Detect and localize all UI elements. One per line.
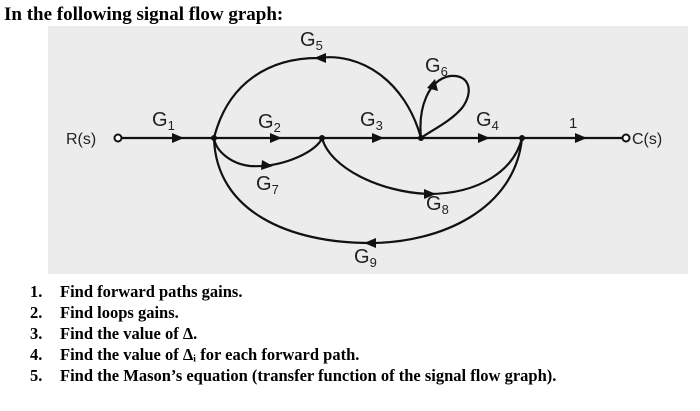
- question-item: 5. Find the Mason’s equation (transfer fu…: [30, 365, 556, 386]
- page-title: In the following signal flow graph:: [4, 4, 284, 25]
- node-output: [621, 133, 631, 143]
- arrow-g8: [424, 189, 436, 199]
- question-text: Find loops gains.: [60, 303, 179, 322]
- signal-flow-graph-svg: R(s) C(s) G1 G2 G3 G4 G5 G6 G7 G8 G9 1: [66, 29, 662, 270]
- branch-g5: [212, 56, 423, 139]
- question-item: 2. Find loops gains.: [30, 302, 556, 323]
- arrow-g4: [478, 133, 490, 143]
- question-item: 4. Find the value of Δᵢ for each forward …: [30, 344, 556, 365]
- question-item: 3. Find the value of Δ.: [30, 323, 556, 344]
- arrow-g7: [261, 160, 273, 170]
- question-text: Find the value of Δᵢ for each forward pa…: [60, 345, 360, 364]
- arrow-g1: [172, 133, 184, 143]
- arrow-g2: [270, 133, 282, 143]
- question-text: Find forward paths gains.: [60, 282, 243, 301]
- node-1: [211, 135, 217, 141]
- branch-g7: [212, 137, 324, 168]
- node-2: [319, 135, 325, 141]
- question-list: 1. Find forward paths gains. 2. Find loops…: [30, 281, 556, 386]
- question-item: 1. Find forward paths gains.: [30, 281, 556, 302]
- gain-label-g3: G3: [360, 109, 383, 133]
- branch-g8: [320, 137, 524, 196]
- question-text: Find the value of Δ.: [60, 324, 198, 343]
- gain-label-g1: G1: [152, 109, 175, 133]
- question-text: Find the Mason’s equation (transfer func…: [60, 366, 557, 385]
- arrow-unity: [575, 133, 587, 143]
- node-input: [113, 133, 123, 143]
- gain-label-g6: G6: [425, 55, 448, 79]
- question-number: 3.: [30, 324, 43, 343]
- arrow-g9: [364, 238, 376, 248]
- gain-label-g2: G2: [258, 111, 281, 135]
- node-3: [418, 135, 424, 141]
- gain-label-g5: G5: [300, 29, 323, 53]
- arrow-g5: [314, 53, 326, 63]
- question-number: 5.: [30, 366, 43, 385]
- gain-label-g9: G9: [354, 246, 377, 270]
- arrow-g3: [372, 133, 384, 143]
- gain-label-unity: 1: [569, 115, 577, 132]
- question-number: 2.: [30, 303, 43, 322]
- question-number: 4.: [30, 345, 43, 364]
- gain-label-g7: G7: [256, 173, 279, 197]
- node-4: [519, 135, 525, 141]
- question-number: 1.: [30, 282, 43, 301]
- gain-label-g8: G8: [426, 193, 449, 217]
- input-label: R(s): [66, 131, 96, 148]
- gain-label-g4: G4: [476, 109, 499, 133]
- output-label: C(s): [632, 131, 662, 148]
- branch-g6: [419, 74, 470, 139]
- signal-flow-graph: R(s) C(s) G1 G2 G3 G4 G5 G6 G7 G8 G9 1: [48, 26, 688, 274]
- arrow-g6: [427, 79, 438, 91]
